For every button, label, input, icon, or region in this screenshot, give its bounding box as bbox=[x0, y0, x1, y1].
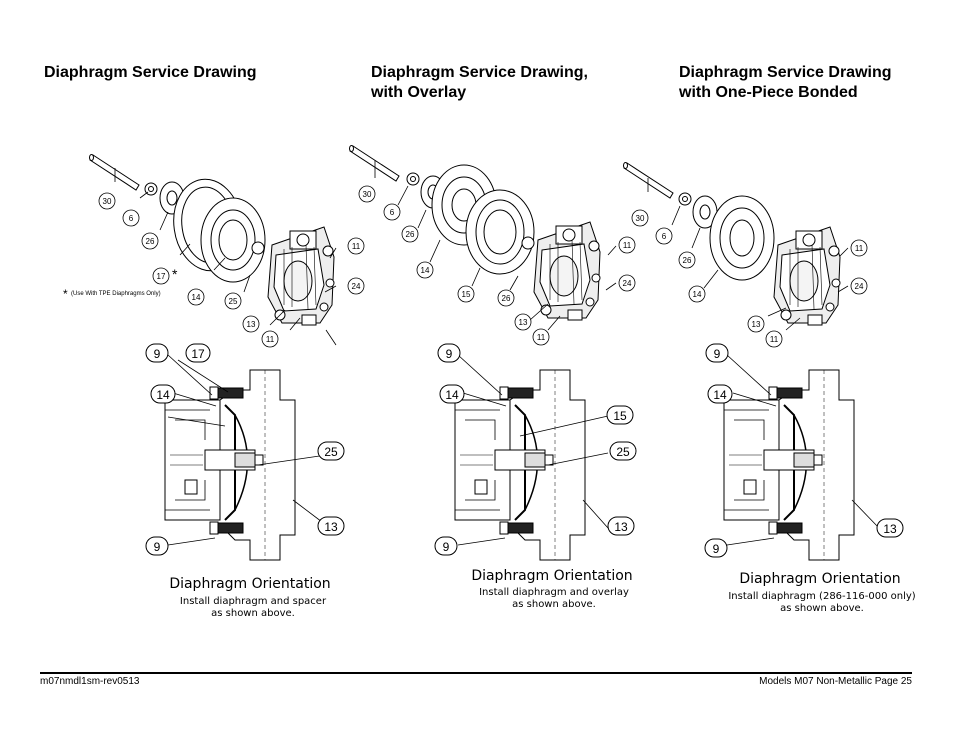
section-callout-9-top: 9 bbox=[714, 347, 721, 361]
callout-14: 14 bbox=[421, 266, 430, 275]
section-view-bonded: 9 14 13 9 bbox=[704, 343, 904, 561]
callout-14: 14 bbox=[192, 293, 201, 302]
caption-title: Diaphragm Orientation bbox=[169, 576, 330, 592]
section-callout-9-bottom: 9 bbox=[443, 540, 450, 554]
section-callout-14: 14 bbox=[445, 388, 459, 402]
heading-overlay-line1: Diaphragm Service Drawing, bbox=[371, 64, 588, 81]
caption-line1: Install diaphragm and spacer bbox=[180, 596, 327, 607]
exploded-view-bonded: 30 6 26 14 13 11 11 24 bbox=[623, 162, 868, 348]
section-callout-17: 17 bbox=[191, 347, 205, 361]
callout-14: 14 bbox=[693, 290, 702, 299]
callout-24: 24 bbox=[623, 279, 632, 288]
heading-standard-line1: Diaphragm Service Drawing bbox=[44, 64, 257, 81]
heading-bonded-line1: Diaphragm Service Drawing bbox=[679, 64, 892, 81]
caption-title: Diaphragm Orientation bbox=[471, 568, 632, 584]
callout-24: 24 bbox=[855, 282, 864, 291]
section-callout-14: 14 bbox=[156, 388, 170, 402]
caption-line2: as shown above. bbox=[780, 603, 864, 614]
callout-6: 6 bbox=[390, 208, 395, 217]
callout-30: 30 bbox=[363, 190, 372, 199]
heading-bonded: Diaphragm Service Drawing with One-Piece… bbox=[679, 63, 892, 103]
section-callout-13: 13 bbox=[324, 520, 338, 534]
exploded-view-standard: 30 6 26 17 * 14 25 13 11 11 24 * (Use Wi… bbox=[63, 154, 365, 348]
callout-15: 15 bbox=[462, 290, 471, 299]
callout-30: 30 bbox=[103, 197, 112, 206]
section-callout-9-top: 9 bbox=[446, 347, 453, 361]
footer-page-label: Models M07 Non-Metallic Page 25 bbox=[759, 676, 912, 687]
section-callout-25: 25 bbox=[616, 445, 630, 459]
tpe-note: (Use With TPE Diaphragms Only) bbox=[71, 291, 161, 297]
note-asterisk: * bbox=[63, 287, 68, 301]
caption-standard: Diaphragm Orientation Install diaphragm … bbox=[169, 576, 330, 619]
footer-rule bbox=[40, 672, 912, 674]
section-callout-13: 13 bbox=[614, 520, 628, 534]
section-view-overlay: 9 14 15 25 13 9 bbox=[434, 343, 637, 561]
heading-standard: Diaphragm Service Drawing bbox=[44, 63, 257, 83]
callout-25: 25 bbox=[229, 297, 238, 306]
callout-24: 24 bbox=[352, 282, 361, 291]
callout-17: 17 bbox=[157, 272, 166, 281]
section-callout-25: 25 bbox=[324, 445, 338, 459]
section-callout-15: 15 bbox=[613, 409, 627, 423]
exploded-view-overlay: 30 6 26 14 15 26 13 11 11 24 bbox=[349, 145, 636, 346]
callout-11-lower: 11 bbox=[537, 333, 546, 342]
service-drawings: 30 6 26 17 * 14 25 13 11 11 24 * (Use Wi… bbox=[63, 145, 916, 619]
section-callout-9-top: 9 bbox=[154, 347, 161, 361]
callout-13: 13 bbox=[247, 320, 256, 329]
callout-13: 13 bbox=[752, 320, 761, 329]
callout-26: 26 bbox=[146, 237, 155, 246]
caption-line2: as shown above. bbox=[512, 599, 596, 610]
callout-30: 30 bbox=[636, 214, 645, 223]
callout-11-upper: 11 bbox=[855, 244, 864, 253]
caption-overlay: Diaphragm Orientation Install diaphragm … bbox=[471, 568, 632, 610]
section-callout-13: 13 bbox=[883, 522, 897, 536]
callout-26: 26 bbox=[683, 256, 692, 265]
callout-11-lower: 11 bbox=[266, 335, 275, 344]
callout-26-top: 26 bbox=[406, 230, 415, 239]
callout-11-lower: 11 bbox=[770, 335, 779, 344]
callout-6: 6 bbox=[129, 214, 134, 223]
section-callout-9-bottom: 9 bbox=[154, 540, 161, 554]
asterisk-mark: * bbox=[172, 266, 178, 282]
caption-line1: Install diaphragm (286-116-000 only) bbox=[728, 591, 915, 602]
callout-13: 13 bbox=[519, 318, 528, 327]
section-callout-14: 14 bbox=[713, 388, 727, 402]
section-callout-9-bottom: 9 bbox=[713, 542, 720, 556]
callout-11-upper: 11 bbox=[623, 241, 632, 250]
callout-26-bottom: 26 bbox=[502, 294, 511, 303]
caption-title: Diaphragm Orientation bbox=[739, 571, 900, 587]
section-view-standard: 9 17 14 25 13 9 bbox=[145, 343, 345, 561]
caption-bonded: Diaphragm Orientation Install diaphragm … bbox=[728, 571, 915, 614]
caption-line1: Install diaphragm and overlay bbox=[479, 587, 629, 598]
heading-overlay: Diaphragm Service Drawing, with Overlay bbox=[371, 63, 588, 103]
heading-bonded-line2: with One-Piece Bonded bbox=[679, 84, 858, 101]
caption-line2: as shown above. bbox=[211, 608, 295, 619]
footer-doc-id: m07nmdl1sm-rev0513 bbox=[40, 676, 140, 687]
heading-overlay-line2: with Overlay bbox=[371, 84, 467, 101]
callout-6: 6 bbox=[662, 232, 667, 241]
callout-11-upper: 11 bbox=[352, 242, 361, 251]
